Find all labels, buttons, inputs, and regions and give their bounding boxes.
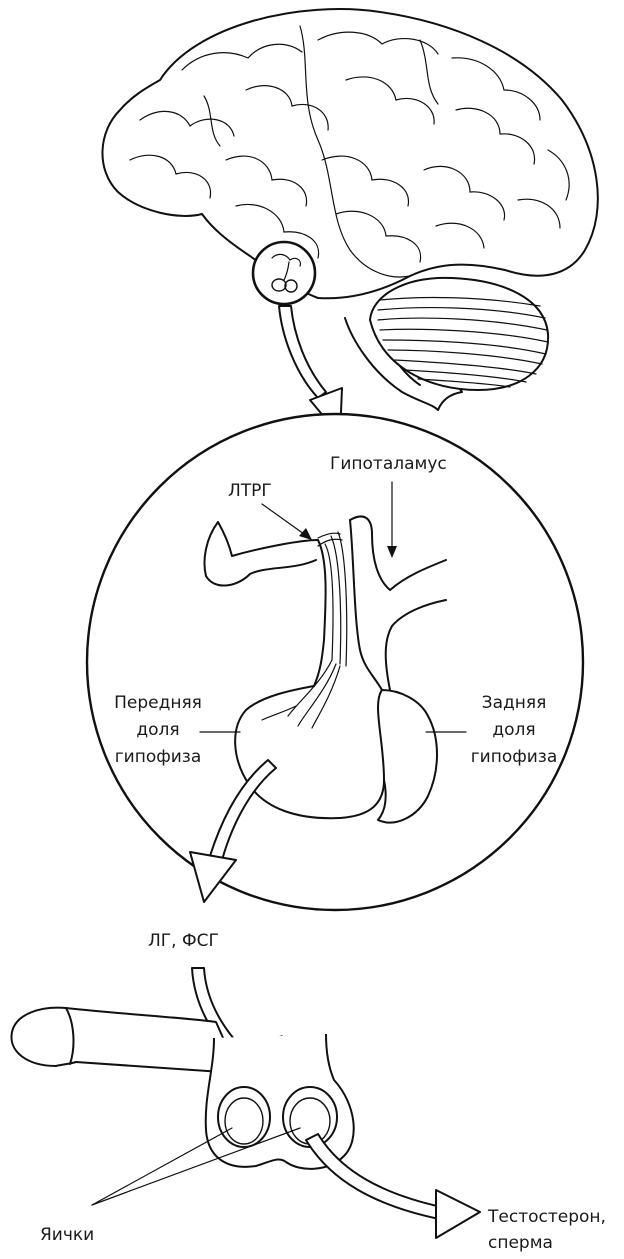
- anterior-lobe-label-line2: доля: [136, 720, 179, 740]
- output-label-line2: сперма: [488, 1233, 553, 1253]
- brain-icon: [102, 9, 597, 410]
- anterior-lobe-label-line3: гипофиза: [115, 747, 202, 767]
- output-label-line1: Тестостерон,: [487, 1207, 606, 1227]
- testes-label: Яички: [40, 1225, 94, 1245]
- posterior-lobe-label-line2: доля: [492, 720, 535, 740]
- anterior-lobe-label-line1: Передняя: [114, 693, 202, 713]
- testes-pointer-lines: [92, 1128, 300, 1205]
- hypothalamus-label: Гипоталамус: [330, 454, 447, 474]
- posterior-lobe-label-line3: гипофиза: [471, 747, 558, 767]
- magnifier-circle: [253, 242, 315, 304]
- penis-icon: [11, 1008, 224, 1072]
- ltrg-label: ЛТРГ: [228, 481, 272, 501]
- zoom-circle: ЛТРГ Гипоталамус Передняя доля гипофиза …: [87, 414, 583, 910]
- testes-icon: [206, 1034, 354, 1169]
- posterior-lobe-label-line1: Задняя: [482, 693, 547, 713]
- hormones-label: ЛГ, ФСГ: [148, 931, 219, 951]
